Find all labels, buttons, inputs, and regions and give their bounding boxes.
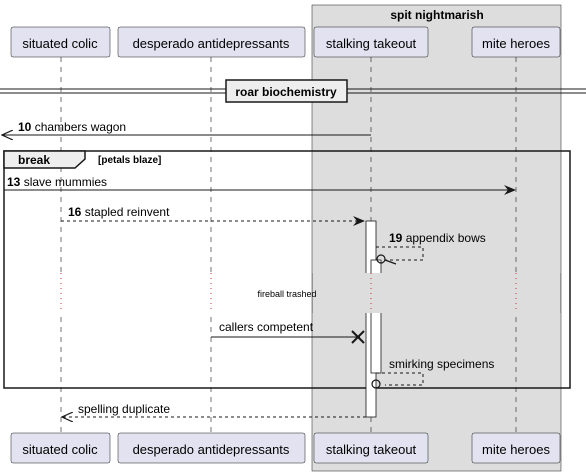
svg-text:desperado antidepressants: desperado antidepressants	[133, 36, 290, 51]
participant-desperado-antidepressants-top[interactable]: desperado antidepressants	[117, 26, 306, 58]
svg-text:stalking takeout: stalking takeout	[326, 442, 417, 457]
svg-text:desperado antidepressants: desperado antidepressants	[133, 442, 290, 457]
participant-box	[311, 4, 562, 472]
svg-text:19 appendix bows: 19 appendix bows	[389, 231, 486, 245]
message-callers-competent: callers competent	[211, 320, 365, 344]
break-fragment: break [petals blaze]	[3, 150, 571, 389]
svg-text:situated colic: situated colic	[22, 442, 98, 457]
svg-text:10 chambers wagon: 10 chambers wagon	[18, 120, 126, 134]
participant-mite-heroes-bottom[interactable]: mite heroes	[471, 432, 561, 464]
svg-text:situated colic: situated colic	[22, 36, 98, 51]
fragment-condition: [petals blaze]	[98, 155, 161, 166]
box-title: spit nightmarish	[390, 8, 483, 22]
message-number: 10	[18, 120, 32, 134]
message-chambers-wagon: 10 chambers wagon	[2, 120, 371, 135]
svg-text:smirking specimens: smirking specimens	[389, 357, 494, 371]
message-slave-mummies: 13 slave mummies	[4, 175, 516, 195]
divider-label: roar biochemistry	[235, 85, 337, 99]
delay-break: fireball trashed	[0, 273, 586, 313]
svg-text:mite heroes: mite heroes	[482, 442, 550, 457]
svg-text:stalking takeout: stalking takeout	[326, 36, 417, 51]
participant-mite-heroes-top[interactable]: mite heroes	[471, 26, 561, 58]
destroy-cross-icon	[351, 330, 365, 344]
message-smirking-specimens: smirking specimens	[371, 357, 494, 389]
delay-label: fireball trashed	[257, 289, 316, 299]
fragment-keyword: break	[18, 153, 50, 167]
participant-stalking-takeout-bottom[interactable]: stalking takeout	[313, 432, 429, 464]
divider: roar biochemistry	[0, 79, 586, 103]
message-label: chambers wagon	[35, 120, 126, 134]
svg-text:13 slave mummies: 13 slave mummies	[7, 175, 107, 189]
svg-text:spelling duplicate: spelling duplicate	[78, 402, 170, 416]
message-spelling-duplicate: spelling duplicate	[62, 402, 366, 417]
participant-situated-colic-bottom[interactable]: situated colic	[10, 432, 111, 464]
svg-text:mite heroes: mite heroes	[482, 36, 550, 51]
participant-desperado-antidepressants-bottom[interactable]: desperado antidepressants	[117, 432, 306, 464]
message-stapled-reinvent: 16 stapled reinvent	[61, 205, 365, 226]
svg-text:callers competent: callers competent	[219, 320, 314, 334]
participant-situated-colic-top[interactable]: situated colic	[10, 26, 111, 58]
svg-text:16 stapled reinvent: 16 stapled reinvent	[68, 205, 170, 219]
participant-stalking-takeout-top[interactable]: stalking takeout	[313, 26, 429, 58]
message-appendix-bows: 19 appendix bows	[376, 231, 486, 265]
